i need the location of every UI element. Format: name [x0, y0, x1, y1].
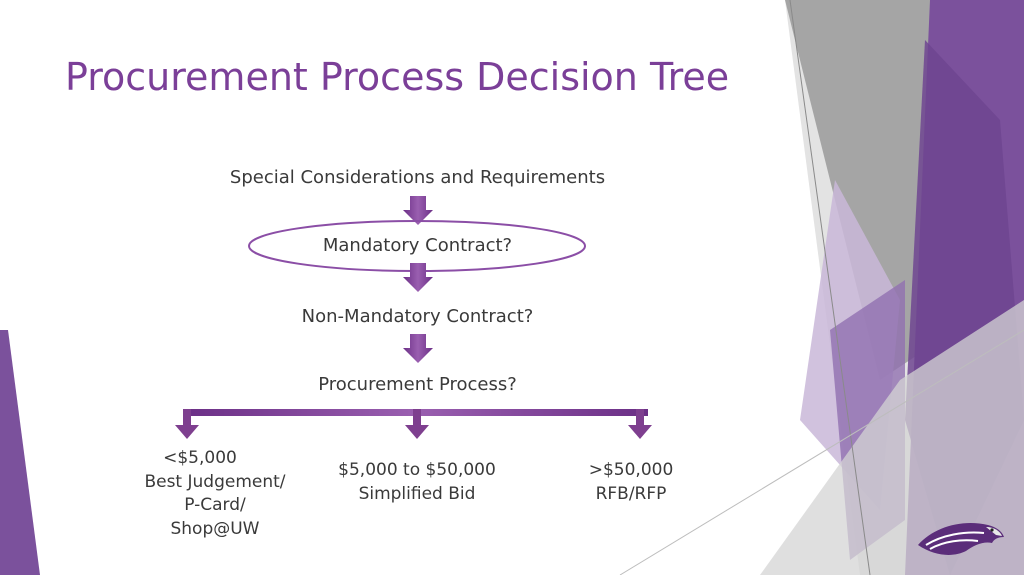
branch-label-line: RFB/RFP: [595, 483, 667, 504]
branch-5000-to-50000: $5,000 to $50,000 Simplified Bid: [317, 459, 517, 506]
arrow-down-icon: [628, 409, 652, 439]
decor-purple-left: [0, 330, 40, 575]
arrow-down-icon: [403, 196, 433, 225]
arrow-down-icon: [405, 409, 429, 439]
branch-label-line: <$5,000: [163, 448, 237, 468]
branch-label-line: >$50,000: [588, 460, 674, 480]
warhawk-logo-icon: [918, 523, 1004, 555]
node-mandatory-contract: Mandatory Contract?: [322, 235, 513, 256]
arrow-down-icon: [175, 409, 199, 439]
branch-label-line: P-Card/: [184, 495, 246, 515]
branch-label-line: Best Judgement/: [144, 471, 286, 492]
branch-over-50000: >$50,000 RFB/RFP: [571, 459, 691, 506]
branch-label-line: $5,000 to $50,000: [338, 460, 496, 480]
arrow-down-icon: [403, 263, 433, 292]
arrow-down-icon: [403, 334, 433, 363]
branch-label-line: Simplified Bid: [358, 483, 476, 504]
branch-under-5000: <$5,000 Best Judgement/ P-Card/ Shop@UW: [125, 447, 305, 541]
decor-thin-line: [789, 0, 871, 575]
node-procurement-process: Procurement Process?: [318, 374, 517, 395]
node-special-considerations: Special Considerations and Requirements: [229, 167, 606, 188]
decor-gray-lower: [760, 300, 1024, 575]
decor-thin-line-2: [619, 329, 1024, 575]
node-non-mandatory-contract: Non-Mandatory Contract?: [301, 306, 534, 327]
branch-label-line: Shop@UW: [170, 518, 260, 539]
slide-title: Procurement Process Decision Tree: [65, 55, 730, 99]
